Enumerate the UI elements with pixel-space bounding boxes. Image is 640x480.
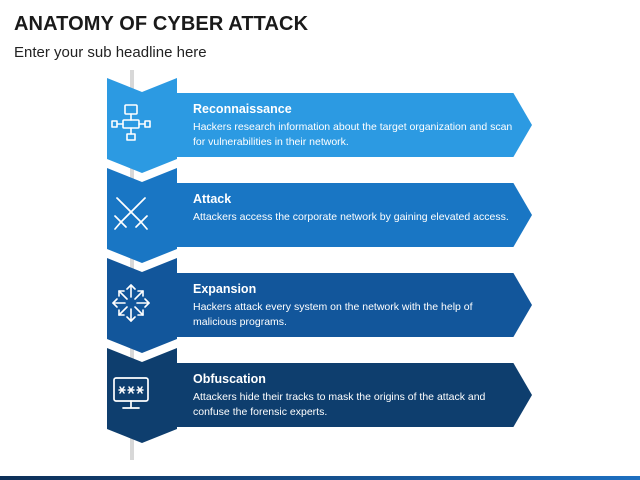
step-expansion: Expansion Hackers attack every system on… <box>0 258 640 353</box>
step-tab <box>107 168 177 263</box>
step-obfuscation: Obfuscation Attackers hide their tracks … <box>0 348 640 443</box>
step-description: Hackers research information about the t… <box>193 121 513 148</box>
step-title: Attack <box>193 192 232 206</box>
step-description: Attackers access the corporate network b… <box>193 211 509 223</box>
step-tab <box>107 348 177 443</box>
hidden-password-monitor-icon <box>113 377 149 409</box>
step-description: Hackers attack every system on the netwo… <box>193 301 473 328</box>
step-tab <box>107 258 177 353</box>
step-arrow-banner <box>160 183 532 247</box>
step-arrow-banner <box>160 273 532 337</box>
expand-arrows-icon <box>112 284 150 322</box>
bottom-accent-bar <box>0 476 640 480</box>
step-arrow-banner <box>160 363 532 427</box>
step-description: Attackers hide their tracks to mask the … <box>193 391 486 418</box>
crossed-swords-icon <box>114 197 148 230</box>
step-arrow-banner <box>160 93 532 157</box>
timeline-line <box>130 70 134 460</box>
network-scan-icon <box>111 104 151 141</box>
step-attack: Attack Attackers access the corporate ne… <box>0 168 640 263</box>
slide-title: ANATOMY OF CYBER ATTACK <box>14 13 309 35</box>
step-reconnaissance: Reconnaissance Hackers research informat… <box>0 78 640 173</box>
step-title: Reconnaissance <box>193 102 292 116</box>
step-title: Obfuscation <box>193 372 266 386</box>
slide-subtitle: Enter your sub headline here <box>14 44 207 61</box>
step-tab <box>107 78 177 173</box>
step-title: Expansion <box>193 282 257 296</box>
